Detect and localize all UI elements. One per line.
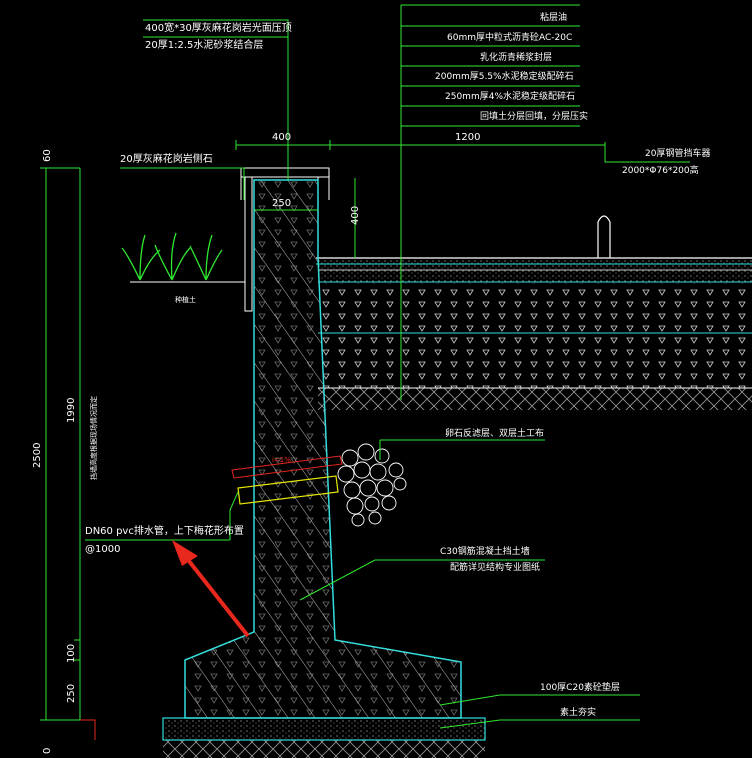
dim-left-1990: 1990 (66, 397, 77, 423)
planting-area (121, 232, 245, 283)
layer-callout-1: 粘层油 (540, 13, 568, 23)
drain-pipe (231, 455, 343, 505)
dim-400-top: 400 (272, 132, 292, 143)
dim-250-top: 250 (272, 198, 292, 209)
wall-note-2: 配筋详见结构专业图纸 (450, 563, 541, 573)
bollard (590, 215, 618, 259)
vertical-note: 挡墙高度根据现场情况而定 (90, 396, 98, 480)
dim-left-0: 0 (42, 747, 53, 754)
leader-lines-red (80, 719, 96, 740)
gravel-filter (337, 443, 407, 527)
guard-note-2: 2000*Φ76*200高 (622, 166, 699, 176)
dim-left-250: 250 (66, 683, 77, 703)
retaining-wall (184, 179, 462, 719)
foundation (162, 717, 486, 758)
dim-left-60: 60 (42, 149, 53, 162)
filter-note: 卵石反滤层、双层土工布 (445, 429, 545, 439)
cap-top-note: 400宽*30厚灰麻花岗岩光面压顶 (145, 23, 292, 34)
dim-left-100: 100 (66, 643, 77, 663)
dim-1200: 1200 (455, 132, 481, 143)
pavement-layers (316, 257, 752, 410)
layer-callout-4: 200mm厚5.5%水泥稳定级配碎石 (435, 72, 574, 82)
layer-callout-3: 乳化沥青稀浆封层 (480, 53, 553, 63)
layer-callout-5: 250mm厚4%水泥稳定级配碎石 (445, 92, 575, 102)
dim-400-right: 400 (350, 205, 361, 225)
dim-left-total: 2500 (32, 442, 43, 468)
side-stone-note: 20厚灰麻花岗岩侧石 (120, 154, 213, 165)
red-arrow (172, 540, 250, 638)
pipe-slope-label: i=1% (272, 456, 291, 464)
planting-soil-label: 种植土 (175, 296, 196, 304)
cushion-note: 100厚C20素砼垫层 (540, 683, 620, 693)
cap-mortar-note: 20厚1:2.5水泥砂浆结合层 (145, 40, 264, 51)
wall-note-1: C30钢筋混凝土挡土墙 (440, 547, 530, 557)
subgrade-note: 素土夯实 (560, 708, 597, 718)
layer-callout-2: 60mm厚中粒式沥青砼AC-20C (447, 33, 573, 43)
drain-pipe-note: DN60 pvc排水管，上下梅花形布置 (85, 526, 244, 537)
layer-callout-6: 回填土分层回填，分层压实 (480, 112, 589, 122)
guard-note-1: 20厚钢管挡车器 (645, 149, 711, 159)
leader-lines (40, 4, 690, 729)
drain-spacing-note: @1000 (85, 544, 121, 555)
